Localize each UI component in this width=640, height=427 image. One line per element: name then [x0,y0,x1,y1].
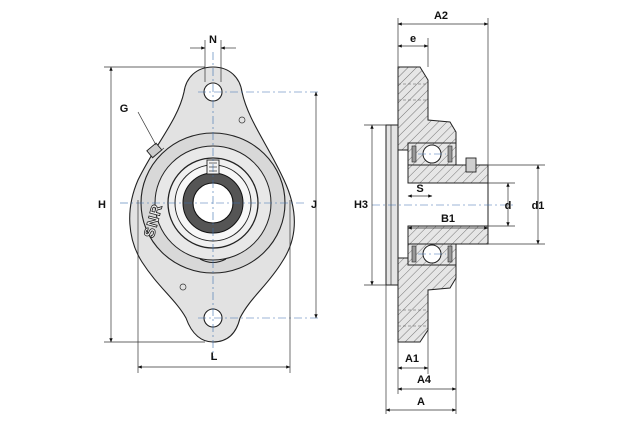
label-H: H [98,199,106,211]
set-screw-section [465,157,477,173]
label-A4: A4 [417,374,432,386]
inner-ring-lower [407,225,489,245]
label-J: J [311,199,317,211]
label-e: e [410,33,416,45]
leader-G [137,111,157,146]
label-N: N [209,34,217,46]
label-L: L [211,351,218,363]
label-H3: H3 [354,199,368,211]
label-G: G [120,103,129,115]
label-A: A [417,396,425,408]
label-d1: d1 [532,200,545,212]
label-d: d [505,200,512,212]
label-B1: B1 [441,213,455,225]
label-A2: A2 [434,10,448,22]
grease-nipple [146,142,165,159]
label-A1: A1 [405,353,419,365]
section-view: d d1 H3 S B1 A2 e A1 A4 [354,10,545,414]
front-view: SNR H J L N G [98,34,320,373]
label-S: S [416,183,423,195]
